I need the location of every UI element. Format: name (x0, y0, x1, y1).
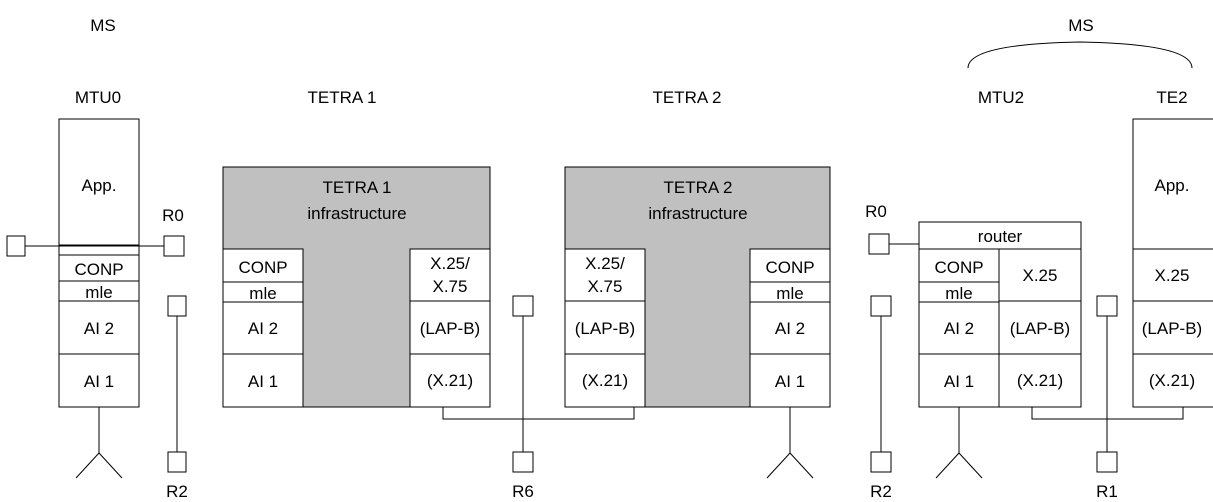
r6-terminal-top (512, 295, 534, 317)
tetra1-x21-layer (409, 353, 491, 408)
r2-left-terminal-top (167, 295, 187, 317)
mtu2-conp-label: CONP (934, 258, 983, 277)
tetra1-x25-layer (409, 248, 491, 302)
mtu2-x25-label: X.25 (1023, 266, 1058, 285)
tetra2-conp-layer (749, 248, 831, 283)
mtu0-antenna-icon (75, 407, 123, 479)
tetra1-x25-line2: X.75 (433, 277, 468, 296)
r0-left-label: R0 (162, 206, 184, 225)
ms-right-label: MS (1068, 16, 1094, 35)
tetra2-mle-label: mle (776, 284, 803, 303)
mtu2-router-label: router (978, 227, 1023, 246)
r2-left-terminal-bottom (167, 451, 187, 473)
r2-right-terminal-top (870, 295, 892, 317)
ms-left-label: MS (90, 16, 116, 35)
r1-label: R1 (1096, 482, 1118, 501)
tetra1-ai2-label: AI 2 (248, 319, 278, 338)
tetra2-x21-layer (564, 353, 646, 408)
tetra2-lapb-layer (564, 300, 646, 355)
r1-terminal-top (1096, 295, 1118, 317)
tetra1-conp-layer (222, 248, 304, 283)
mtu0-app-label: App. (82, 176, 117, 195)
mtu2-conp-layer (918, 248, 1000, 283)
mtu0-heading: MTU0 (75, 88, 121, 107)
tetra2-x25-layer (564, 248, 646, 302)
mtu2-ai2-label: AI 2 (944, 319, 974, 338)
r0-right-terminal (868, 233, 890, 255)
mtu2-router-layer (918, 221, 1082, 250)
r1-terminal-bottom (1096, 451, 1118, 473)
tetra2-x25-line1: X.25/ (585, 254, 625, 273)
tetra2-ai1-layer (749, 353, 831, 408)
tetra1-conp-label: CONP (238, 258, 287, 277)
tetra1-x21-label: (X.21) (427, 371, 473, 390)
mtu0-app-layer (58, 118, 140, 246)
tetra2-ai1-label: AI 1 (775, 372, 805, 391)
ms-right-brace (967, 41, 1193, 69)
r2-left-label: R2 (166, 482, 188, 501)
mtu0-mle-label: mle (85, 283, 112, 302)
te2-x21-label: (X.21) (1149, 371, 1195, 390)
mtu2-mle-label: mle (945, 284, 972, 303)
mtu0-ai1-label: AI 1 (84, 372, 114, 391)
r0-left-terminal-b (163, 235, 185, 257)
mtu0-ai2-layer (58, 300, 140, 355)
mtu2-x21-layer (998, 353, 1082, 408)
te2-app-layer (1132, 118, 1213, 250)
tetra1-heading: TETRA 1 (308, 88, 377, 107)
r0-right-label: R0 (865, 202, 887, 221)
te2-lapb-label: (LAP-B) (1142, 319, 1202, 338)
tetra2-lapb-label: (LAP-B) (575, 319, 635, 338)
tetra1-stack: TETRA 1 infrastructure CONP mle AI 2 AI … (222, 166, 491, 408)
tetra1-lapb-label: (LAP-B) (420, 319, 480, 338)
r0-left-terminal-a (6, 235, 26, 257)
tetra1-infra-line1: TETRA 1 (323, 178, 392, 197)
tetra1-ai1-label: AI 1 (248, 372, 278, 391)
te2-heading: TE2 (1156, 88, 1187, 107)
tetra2-ai2-label: AI 2 (775, 319, 805, 338)
mtu2-heading: MTU2 (978, 88, 1024, 107)
tetra1-x25-line1: X.25/ (430, 254, 470, 273)
mtu2-antenna-icon (935, 407, 983, 479)
mtu0-conp-layer (58, 254, 140, 282)
r6-label: R6 (512, 482, 534, 501)
mtu2-stack: router CONP mle X.25 AI 2 (LAP-B) AI 1 (… (918, 221, 1082, 408)
r6-terminal-bottom (512, 451, 534, 473)
tetra2-x21-label: (X.21) (582, 371, 628, 390)
tetra2-conp-label: CONP (765, 258, 814, 277)
te2-x21-layer (1132, 353, 1213, 408)
r2-right-label: R2 (870, 482, 892, 501)
tetra1-mle-label: mle (249, 284, 276, 303)
tetra2-infra-line2: infrastructure (648, 204, 747, 223)
te2-x25-layer (1132, 248, 1213, 302)
mtu2-x25-layer (998, 248, 1082, 302)
mtu2-lapb-label: (LAP-B) (1010, 319, 1070, 338)
tetra2-heading: TETRA 2 (653, 88, 722, 107)
te2-app-label: App. (1155, 176, 1190, 195)
tetra2-stack: TETRA 2 infrastructure X.25/ X.75 (LAP-B… (564, 166, 831, 408)
tetra1-ai1-layer (222, 353, 304, 408)
tetra2-ai2-layer (749, 301, 831, 355)
mtu2-lapb-layer (998, 300, 1082, 355)
mtu2-ai1-label: AI 1 (944, 372, 974, 391)
tetra1-infra-line2: infrastructure (307, 204, 406, 223)
tetra2-antenna-icon (766, 407, 814, 479)
tetra1-lapb-layer (409, 300, 491, 355)
te2-x25-label: X.25 (1155, 266, 1190, 285)
te2-stack: App. X.25 (LAP-B) (X.21) (1132, 118, 1213, 408)
inter-network-link (442, 407, 635, 420)
tetra2-infra-line1: TETRA 2 (664, 178, 733, 197)
tetra2-x25-line2: X.75 (588, 277, 623, 296)
r2-right-terminal-bottom (870, 451, 892, 473)
mtu2-x21-label: (X.21) (1017, 371, 1063, 390)
mtu0-ai2-label: AI 2 (84, 319, 114, 338)
mtu0-conp-label: CONP (74, 260, 123, 279)
mtu0-stack: App. CONP mle AI 2 AI 1 (58, 118, 140, 408)
